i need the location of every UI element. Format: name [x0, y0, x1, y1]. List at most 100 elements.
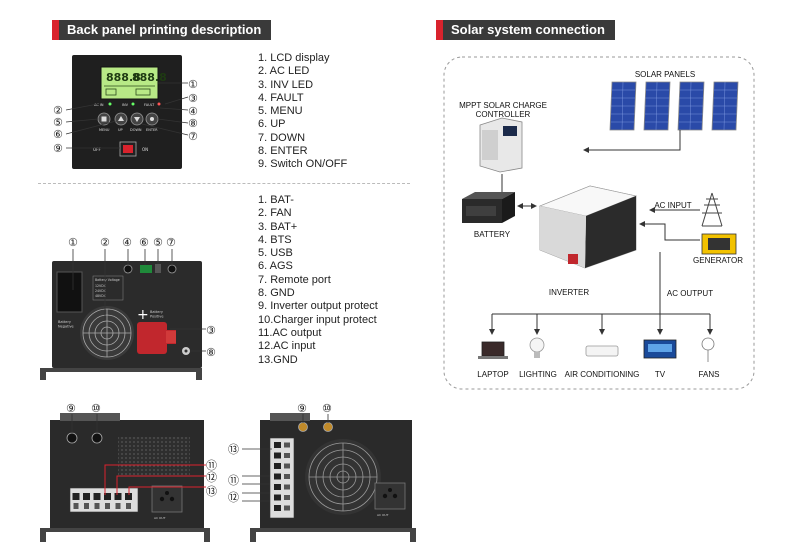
label-load-tv: TV: [654, 370, 666, 379]
list-item: 5. MENU: [258, 105, 303, 118]
label-inverter: INVERTER: [548, 288, 590, 297]
list-item: 2. FAN: [258, 207, 292, 220]
svg-text:24VDC: 24VDC: [95, 289, 107, 293]
list-item: 8. ENTER: [258, 145, 308, 158]
screw-slot: [126, 503, 131, 509]
rear-view-left: AC OUT: [40, 413, 210, 542]
list-item: 12.AC input: [258, 340, 316, 353]
list-item: 1. LCD display: [258, 52, 330, 64]
callout-7: ⑦: [188, 130, 198, 143]
load-wiring: [489, 314, 713, 335]
screw: [114, 493, 122, 500]
callout-12: ⑫: [228, 491, 239, 504]
solar-title: Solar system connection: [443, 20, 615, 40]
callout-7: ⑦: [166, 236, 176, 249]
callout-13: ⑬: [206, 485, 217, 498]
list-item: 2. AC LED: [258, 65, 310, 78]
label-solar-panels: SOLAR PANELS: [634, 70, 696, 79]
svg-text:INV: INV: [122, 103, 129, 107]
screw: [83, 493, 90, 500]
light-bulb-icon: [529, 337, 545, 358]
terminal-block: [269, 437, 295, 519]
list-item: 1. BAT-: [258, 194, 294, 206]
callout-11: ⑪: [206, 459, 217, 472]
enter-button[interactable]: [145, 112, 159, 126]
label-load-air-conditioning: AIR CONDITIONING: [564, 370, 640, 379]
screw-slot: [284, 442, 290, 448]
front-panel-list: 1. LCD display 2. AC LED 3. INV LED 4. F…: [258, 52, 347, 172]
terminal-screws: [72, 493, 132, 509]
screw: [274, 463, 281, 469]
label-battery: BATTERY: [473, 230, 511, 239]
svg-text:+: +: [137, 307, 149, 323]
screw-slot: [73, 503, 79, 509]
screw-slot: [105, 503, 110, 509]
charge-controller-icon: [479, 117, 523, 173]
solar-wiring: [492, 130, 710, 315]
screw-slot: [115, 503, 121, 509]
list-item: 4. BTS: [258, 233, 292, 246]
laptop-icon: [478, 341, 508, 359]
callout-9: ⑨: [297, 402, 307, 415]
svg-text:ENTER: ENTER: [146, 128, 158, 132]
svg-text:FAULT: FAULT: [144, 103, 155, 107]
solar-diagram-border: [443, 56, 755, 390]
front-callouts: ① ③ ④ ⑧ ⑦ ② ⑤ ⑥ ⑨: [53, 78, 198, 155]
label-load-lighting: LIGHTING: [519, 370, 557, 379]
screw-slot: [284, 505, 290, 511]
screw: [274, 484, 281, 490]
list-item: 9. Switch ON/OFF: [258, 158, 348, 171]
svg-text:ON: ON: [142, 147, 148, 152]
callout-8: ⑧: [188, 117, 198, 130]
callout-5: ⑤: [153, 236, 163, 249]
callout-9: ⑨: [53, 142, 63, 155]
svg-text:AC OUT: AC OUT: [377, 513, 389, 517]
screw-slot: [284, 484, 290, 490]
label-generator: GENERATOR: [693, 256, 743, 265]
svg-text:OFF: OFF: [93, 147, 101, 152]
screw: [274, 452, 281, 459]
screw: [72, 493, 80, 500]
tv-icon: [643, 339, 677, 359]
svg-text:48VDC: 48VDC: [95, 294, 107, 298]
callout-6: ⑥: [139, 236, 149, 249]
rear-left-callouts: ⑨ ⑩ ⑪ ⑫ ⑬: [66, 402, 217, 498]
power-pylon-icon: [701, 192, 723, 227]
label-load-fans: FANS: [698, 370, 720, 379]
screw: [93, 493, 101, 500]
callout-11: ⑪: [228, 474, 239, 487]
svg-text:MENU: MENU: [99, 128, 110, 132]
section-divider: [38, 183, 410, 184]
down-button[interactable]: [130, 112, 144, 126]
solar-header: Solar system connection: [436, 20, 615, 40]
back-panel-title: Back panel printing description: [59, 20, 272, 40]
callout-4: ④: [188, 105, 198, 118]
lcd-value: 888.8: [106, 71, 141, 84]
callout-3: ③: [188, 92, 198, 105]
solar-panel: [677, 81, 705, 131]
back-callouts: ① ② ④ ⑥ ⑤ ⑦ ③ ⑧: [68, 236, 216, 359]
screw-slot: [284, 453, 290, 458]
air-conditioner-icon: [585, 345, 619, 357]
screw-slot: [284, 495, 290, 500]
callout-10: ⑩: [322, 402, 332, 415]
svg-text:Battery Voltage: Battery Voltage: [95, 278, 120, 282]
callout-3: ③: [206, 324, 216, 337]
screw-slot: [94, 503, 100, 509]
rear-right-callouts: ⑨ ⑩ ⑬ ⑪ ⑫: [228, 402, 332, 504]
list-item: 3. BAT+: [258, 220, 298, 233]
up-button[interactable]: [114, 112, 128, 126]
label-load-laptop: LAPTOP: [477, 370, 509, 379]
solar-panels-icon: [609, 81, 739, 131]
svg-text:DOWN: DOWN: [130, 128, 142, 132]
svg-text:AC OUT: AC OUT: [154, 516, 166, 520]
label-ac-input: AC INPUT: [654, 201, 692, 210]
list-item: 3. INV LED: [258, 78, 314, 91]
screw-slot: [284, 474, 290, 479]
svg-text:AC IN: AC IN: [94, 103, 104, 107]
label-controller: MPPT SOLAR CHARGE CONTROLLER: [459, 101, 547, 119]
solar-panel: [609, 81, 637, 131]
